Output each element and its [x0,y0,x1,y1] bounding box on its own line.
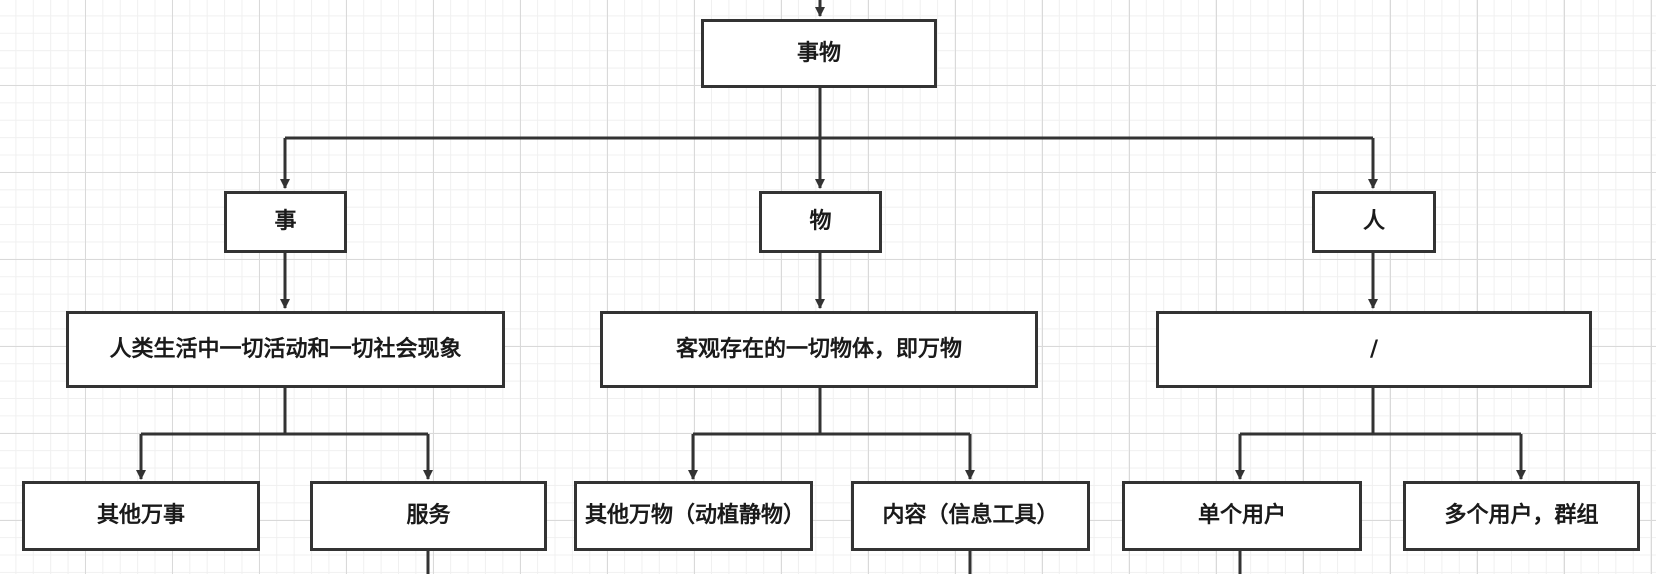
node-ren-desc[interactable]: / [1156,311,1592,388]
node-multi-user-label: 多个用户，群组 [1444,503,1599,528]
node-single-user-label: 单个用户 [1197,503,1286,528]
node-shi-label: 事 [274,209,297,234]
node-root[interactable]: 事物 [701,19,937,88]
node-wu-desc[interactable]: 客观存在的一切物体，即万物 [600,311,1038,388]
node-other-things-label: 其他万事 [96,503,185,528]
node-shi-desc-label: 人类生活中一切活动和一切社会现象 [109,336,462,362]
node-wu-desc-label: 客观存在的一切物体，即万物 [675,336,962,362]
node-other-objects[interactable]: 其他万物（动植静物） [574,481,813,551]
node-wu[interactable]: 物 [759,191,882,253]
node-single-user[interactable]: 单个用户 [1122,481,1362,551]
node-service-label: 服务 [406,503,451,528]
node-shi[interactable]: 事 [224,191,347,253]
node-root-label: 事物 [796,40,841,66]
node-other-things[interactable]: 其他万事 [22,481,260,551]
node-content-label: 内容（信息工具） [882,503,1059,528]
node-content[interactable]: 内容（信息工具） [851,481,1090,551]
node-multi-user[interactable]: 多个用户，群组 [1403,481,1640,551]
node-ren-label: 人 [1362,209,1385,234]
node-ren[interactable]: 人 [1312,191,1436,253]
node-wu-label: 物 [809,209,832,234]
node-ren-desc-label: / [1369,336,1379,362]
node-service[interactable]: 服务 [310,481,547,551]
node-other-objects-label: 其他万物（动植静物） [585,503,806,528]
node-shi-desc[interactable]: 人类生活中一切活动和一切社会现象 [66,311,505,388]
